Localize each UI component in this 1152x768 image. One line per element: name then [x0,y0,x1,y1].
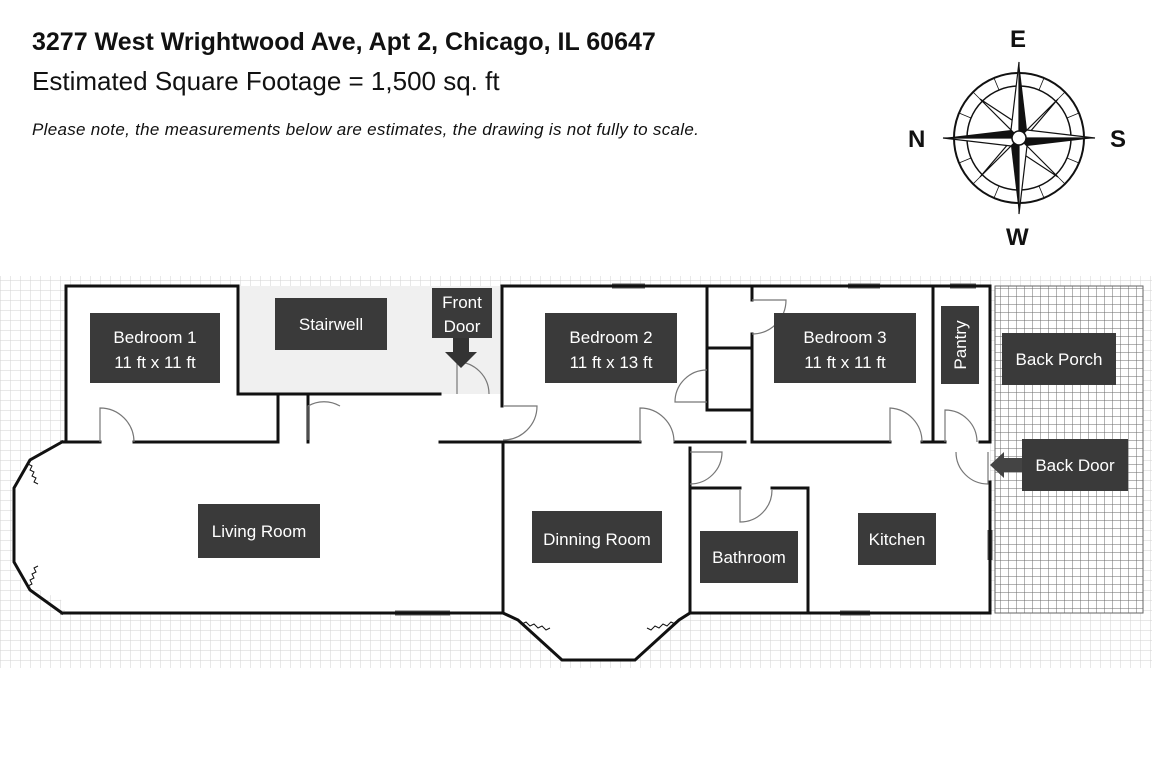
front-door-line1: Front [442,293,482,312]
room-label-pantry: Pantry [941,306,979,384]
compass-north-label: N [908,126,926,153]
kitchen-name: Kitchen [869,530,926,549]
room-label-bedroom-2: Bedroom 2 11 ft x 13 ft [545,313,677,383]
stairwell-name: Stairwell [299,315,363,334]
living-room-name: Living Room [212,522,307,541]
room-label-front-door: Front Door [432,288,492,338]
back-door-arrow-icon [990,452,1022,478]
square-footage: Estimated Square Footage = 1,500 sq. ft [32,66,500,96]
compass-rose-icon [942,61,1096,215]
bedroom-1-size: 11 ft x 11 ft [114,353,196,372]
compass-south-label: S [1110,126,1127,153]
windows [395,283,993,616]
room-label-stairwell: Stairwell [275,298,387,350]
front-door-line2: Door [444,317,481,336]
room-label-bathroom: Bathroom [700,531,798,583]
bedroom-1-name: Bedroom 1 [113,328,196,347]
walls [12,284,992,662]
bedroom-2-name: Bedroom 2 [569,328,652,347]
scale-note: Please note, the measurements below are … [32,120,700,139]
bedroom-3-name: Bedroom 3 [803,328,886,347]
address-title: 3277 West Wrightwood Ave, Apt 2, Chicago… [32,28,656,56]
bedroom-2-size: 11 ft x 13 ft [570,353,653,372]
room-label-back-door: Back Door [1022,439,1128,491]
room-label-back-porch: Back Porch [1002,333,1116,385]
back-porch-name: Back Porch [1016,350,1103,369]
compass-west-label: W [1006,224,1029,251]
room-label-dinning-room: Dinning Room [532,511,662,563]
dinning-room-name: Dinning Room [543,530,651,549]
front-door-arrow-icon [445,338,477,368]
room-label-kitchen: Kitchen [858,513,936,565]
bathroom-name: Bathroom [712,548,786,567]
back-door-name: Back Door [1035,456,1115,475]
room-label-living-room: Living Room [198,504,320,558]
room-label-bedroom-3: Bedroom 3 11 ft x 11 ft [774,313,916,383]
room-label-bedroom-1: Bedroom 1 11 ft x 11 ft [90,313,220,383]
compass-east-label: E [1010,26,1027,53]
bay-window-steps [27,459,680,631]
pantry-name: Pantry [951,320,970,370]
bedroom-3-size: 11 ft x 11 ft [804,353,886,372]
